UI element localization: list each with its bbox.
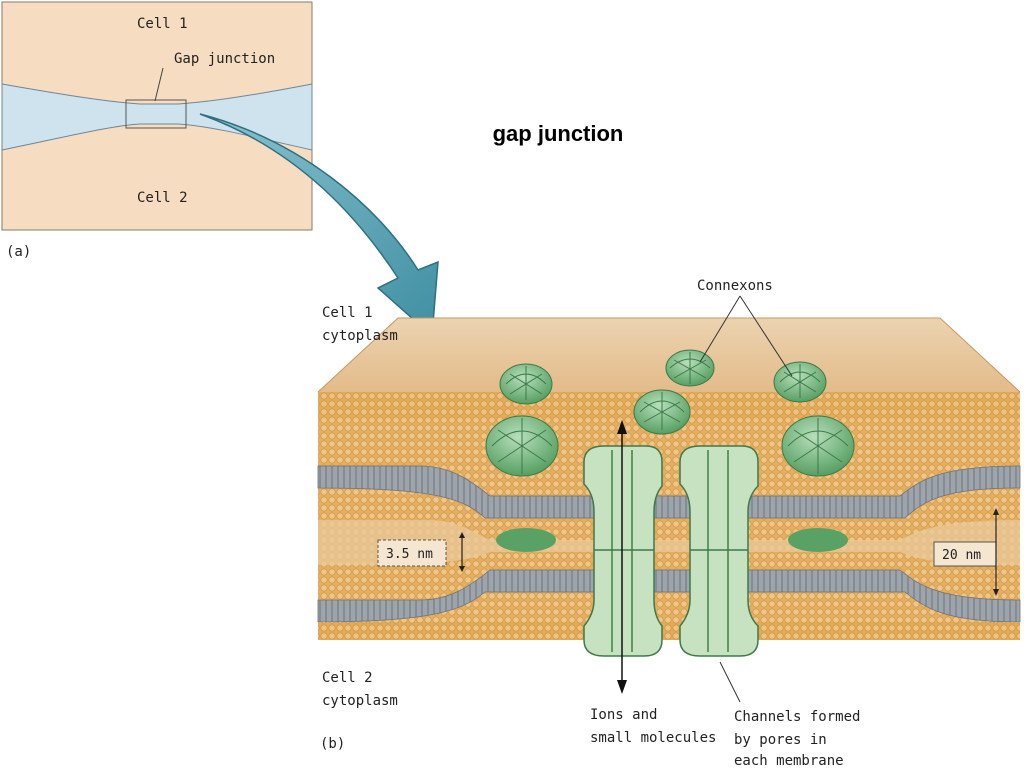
- cell2-cytoplasm-label: cytoplasm: [322, 693, 398, 709]
- slide-title: gap junction: [493, 121, 624, 146]
- panel-a-cell1-label: Cell 1: [137, 16, 188, 32]
- panel-b: Cell 1 cytoplasm Connexons 3.5 nm 20 nm …: [317, 278, 1021, 768]
- connexon: [665, 349, 715, 387]
- panel-a: Cell 1 Gap junction Cell 2 (a): [1, 1, 313, 260]
- panel-a-cell2-label: Cell 2: [137, 190, 188, 206]
- panel-a-letter: (a): [6, 244, 31, 260]
- connexons-label: Connexons: [697, 278, 773, 294]
- channels-label-line2: by pores in: [734, 732, 827, 748]
- gap-junction-label: Gap junction: [174, 51, 275, 67]
- cell2-membrane-edge: [318, 622, 1020, 640]
- connexon: [499, 363, 553, 405]
- connexon-gap-right: [788, 528, 848, 552]
- membrane-size-box: [933, 541, 997, 567]
- connexons-leader-right: [739, 295, 793, 377]
- ions-label-line1: Ions and: [590, 707, 657, 723]
- gap-size-label: 3.5 nm: [386, 547, 433, 562]
- connexon-rosettes: [485, 349, 855, 552]
- connexon-channel-left: [583, 445, 663, 657]
- channels-label-line1: Channels formed: [734, 709, 860, 725]
- ions-label-line2: small molecules: [590, 730, 716, 746]
- gap-junction-leader: [154, 67, 164, 102]
- lower-bilayer-tails: [317, 569, 1021, 623]
- connexon: [781, 415, 855, 477]
- channels-label-line3: each membrane: [734, 753, 844, 768]
- cell1-label: Cell 1: [322, 305, 373, 321]
- cell1-cytoplasm-label: cytoplasm: [322, 328, 398, 344]
- connexon: [485, 415, 559, 477]
- cell2-label: Cell 2: [322, 670, 373, 686]
- channels-leader: [719, 661, 741, 703]
- connexon-channel-right: [679, 445, 759, 657]
- connexon: [773, 361, 827, 403]
- upper-bilayer-tails: [317, 465, 1021, 519]
- connexons-leader-left: [699, 295, 741, 363]
- intercellular-space: [1, 83, 313, 151]
- intercellular-gap: [318, 520, 1020, 565]
- membrane-size-label: 20 nm: [942, 548, 981, 563]
- zoom-box: [125, 99, 187, 129]
- gap-size-box: [377, 539, 447, 567]
- panel-b-letter: (b): [320, 736, 345, 752]
- connexon: [633, 389, 691, 435]
- ion-flow-arrow: [617, 420, 627, 694]
- connexon-gap-left: [496, 528, 556, 552]
